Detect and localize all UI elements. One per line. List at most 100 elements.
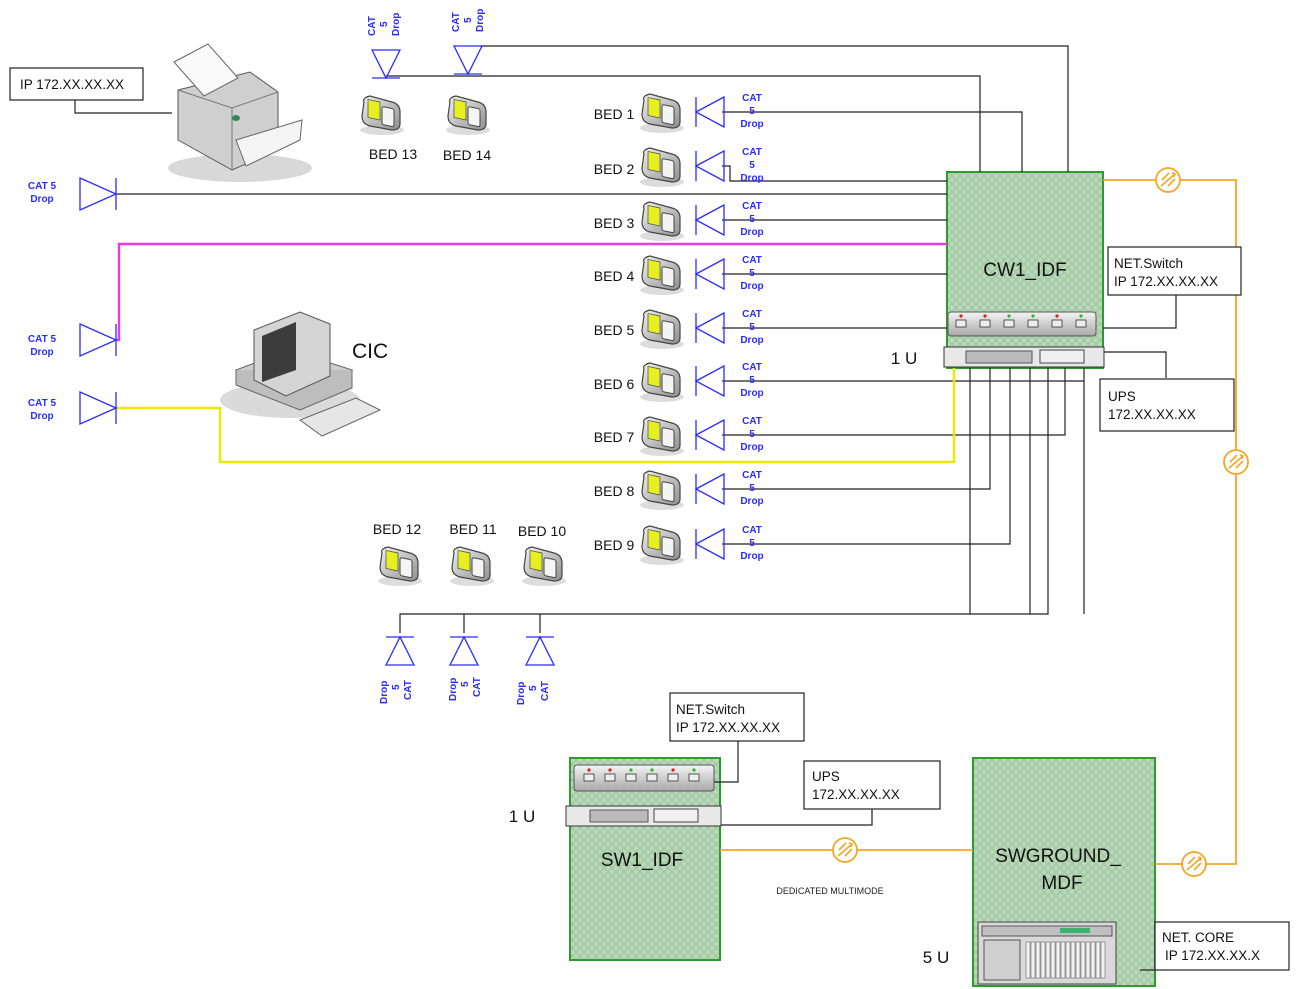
bed-monitor-icon	[640, 416, 684, 456]
cat5-drop-five: 5	[749, 214, 755, 225]
sw1-switch-box	[669, 692, 805, 742]
cat5-drop-left-2: CAT 5	[28, 334, 57, 345]
svg-text:5: 5	[460, 681, 471, 687]
cat5-drop-drop: Drop	[740, 551, 763, 562]
port-led	[1007, 314, 1011, 318]
printer-ip-box	[9, 67, 144, 101]
cic-yellow-cable	[116, 368, 956, 464]
bed-monitor-icon	[522, 546, 566, 586]
cat5-drop-icon	[79, 176, 118, 426]
svg-text:Drop: Drop	[448, 678, 459, 701]
mdf-core-title: NET. CORE	[1162, 930, 1234, 945]
cat5-drop-drop: Drop	[740, 119, 763, 130]
bed-13-label: BED 13	[369, 146, 417, 162]
rack-slot	[1070, 941, 1076, 979]
rack-slot	[1100, 941, 1106, 979]
rack-slot	[1055, 941, 1061, 979]
rack-module	[983, 939, 1021, 981]
cw1-switch-ip: IP 172.XX.XX.XX	[1114, 274, 1218, 289]
cat5-drop-icon	[694, 95, 725, 561]
cw1-switch-box	[1107, 246, 1242, 296]
bed-monitor-icon	[640, 93, 684, 133]
cat5-drop-five: 5	[749, 538, 755, 549]
cat5-drop-cat: CAT	[742, 362, 762, 373]
mdf-core-box	[1154, 921, 1290, 971]
sw1-switch-title: NET.Switch	[676, 702, 745, 717]
cat5-drop-five: 5	[749, 483, 755, 494]
cat5-drop-drop: Drop	[740, 442, 763, 453]
svg-text:CAT: CAT	[472, 677, 483, 697]
bed-monitor-icon	[640, 201, 684, 241]
cat5-drop-five: 5	[749, 429, 755, 440]
network-switch-icon	[947, 311, 1097, 337]
ups-icon	[943, 346, 1105, 368]
cat5-drop-drop: Drop	[740, 335, 763, 346]
svg-text:Drop: Drop	[475, 9, 486, 32]
bed-monitor-icon	[446, 95, 490, 135]
sw1-ups-box	[803, 760, 941, 810]
bed-monitor-icon	[640, 362, 684, 402]
bed-3-label: BED 3	[594, 215, 635, 231]
svg-text:CAT: CAT	[403, 680, 414, 700]
port-led	[608, 768, 612, 772]
bed-10-label: BED 10	[518, 523, 566, 539]
cat5-drop-five: 5	[749, 160, 755, 171]
cat5-drop-left-3b: Drop	[30, 411, 53, 422]
cat5-drop-icon	[694, 149, 725, 183]
cat5-drop-bottom: Drop 5 CAT Drop 5 CAT Drop 5 CAT	[379, 677, 551, 705]
bed-1-label: BED 1	[594, 106, 635, 122]
bed-monitor-icon	[640, 309, 684, 349]
server-rack-icon	[977, 921, 1117, 985]
cat5-drop-drop: Drop	[740, 173, 763, 184]
rack-slot	[1040, 941, 1046, 979]
computer-icon	[220, 311, 382, 437]
cat5-drop-icon	[384, 635, 556, 666]
cw1-rack-units: 1 U	[891, 349, 917, 368]
ups-icon	[565, 805, 722, 827]
rack-slot	[1075, 941, 1081, 979]
cat5-drop-left-3: CAT 5	[28, 398, 57, 409]
cat5-drop-icon	[694, 311, 725, 345]
svg-text:5: 5	[463, 17, 474, 23]
port-led	[629, 768, 633, 772]
sw1-switch-ip: IP 172.XX.XX.XX	[676, 720, 780, 735]
bed-monitor-icon	[450, 546, 494, 586]
rack-slot	[1060, 941, 1066, 979]
svg-text:Drop: Drop	[516, 682, 527, 705]
switch-port	[1003, 319, 1015, 328]
port-led	[1055, 314, 1059, 318]
network-switch-icon	[573, 764, 715, 792]
bed-4-label: BED 4	[594, 268, 635, 284]
switch-port	[583, 773, 595, 782]
link-label: DEDICATED MULTIMODE	[776, 886, 883, 896]
cat5-drop-icon	[694, 364, 725, 398]
svg-text:Drop: Drop	[379, 681, 390, 704]
printer-icon	[168, 43, 312, 182]
bed-12-label: BED 12	[373, 521, 421, 537]
cat5-drop-five: 5	[749, 268, 755, 279]
port-led	[1079, 314, 1083, 318]
switch-port	[955, 319, 967, 328]
cat5-drop-cat: CAT	[742, 416, 762, 427]
cat5-drop-cat: CAT	[742, 525, 762, 536]
switch-port	[604, 773, 616, 782]
svg-text:CAT: CAT	[367, 16, 378, 36]
bed-7-label: BED 7	[594, 429, 635, 445]
printer-ip: IP 172.XX.XX.XX	[20, 77, 124, 92]
cat5-drop-drop: Drop	[740, 496, 763, 507]
bed-11-label: BED 11	[449, 521, 496, 537]
switch-port	[625, 773, 637, 782]
switch-port	[1027, 319, 1039, 328]
sw1-rack-units: 1 U	[509, 807, 535, 826]
bed-9-label: BED 9	[594, 537, 635, 553]
rack-slot	[1025, 941, 1031, 979]
cat5-drop-drop: Drop	[740, 281, 763, 292]
cat5-drop-five: 5	[749, 106, 755, 117]
cw1-switch-title: NET.Switch	[1114, 256, 1183, 271]
rack-slot	[1050, 941, 1056, 979]
bed-monitor-icon	[360, 95, 404, 135]
cw1-ups-title: UPS	[1108, 389, 1136, 404]
mdf-label-line2: MDF	[1041, 873, 1082, 894]
cat5-drop-left-1b: Drop	[30, 194, 53, 205]
cat5-drop-five: 5	[749, 375, 755, 386]
